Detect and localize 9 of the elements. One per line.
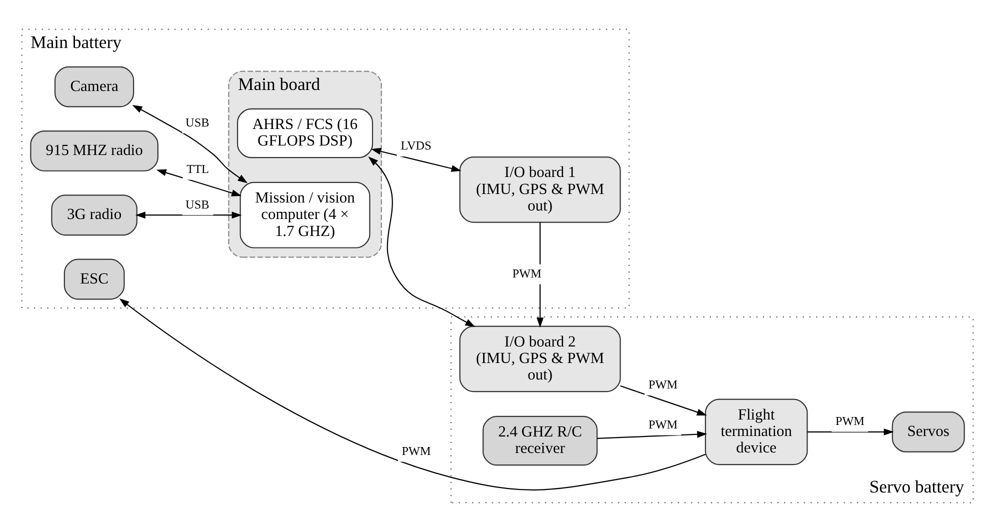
edge-label: USB	[186, 114, 210, 129]
edge-label: LVDS	[400, 138, 432, 152]
edge-label: TTL	[186, 161, 209, 176]
edge-label: PWM	[648, 377, 678, 392]
edge-label: PWM	[648, 416, 678, 431]
edge-label: PWM	[835, 414, 864, 428]
edge-label: USB	[186, 196, 210, 211]
edge-label: PWM	[402, 443, 431, 458]
edge-label: PWM	[512, 266, 542, 280]
